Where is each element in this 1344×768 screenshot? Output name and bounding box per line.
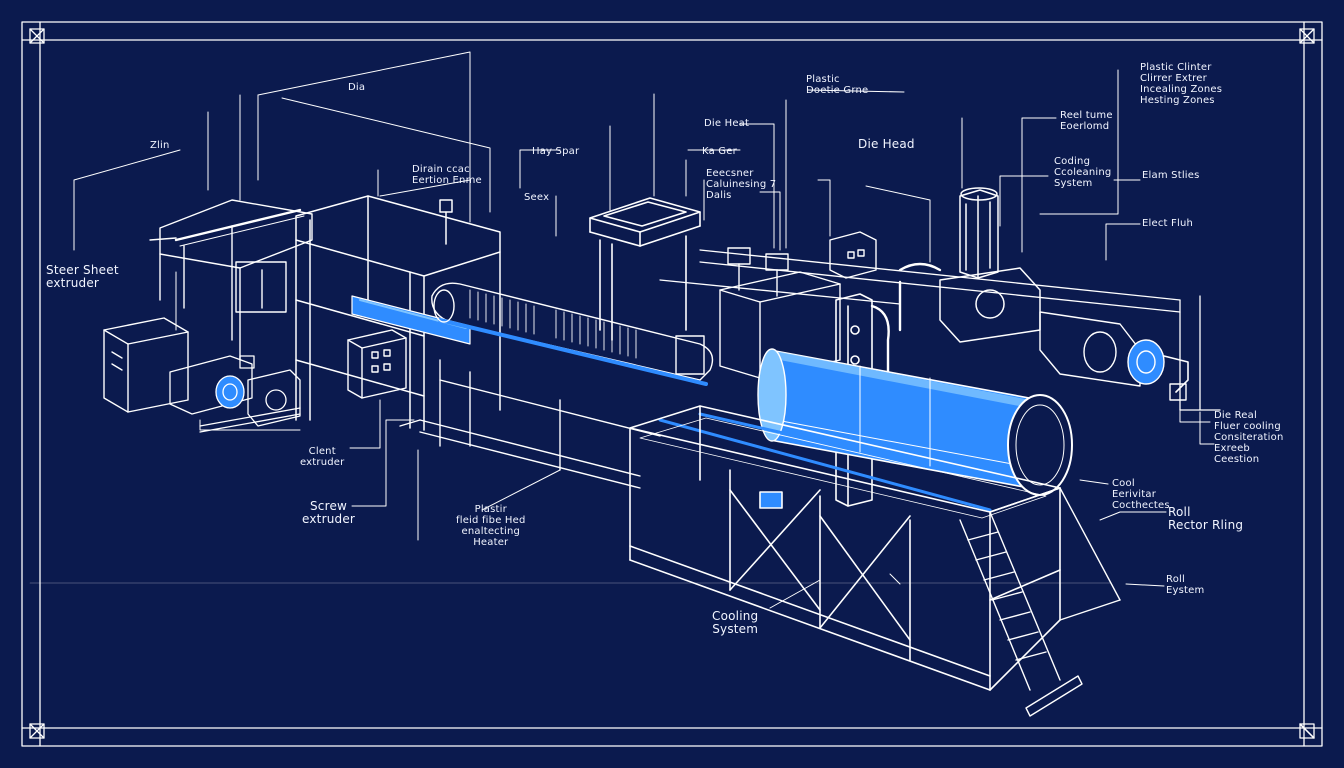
- label-cool-cone: Cool Eerivitar Cocthectes: [1112, 478, 1170, 511]
- motor-assembly-left: [169, 355, 301, 433]
- main-stand: [629, 405, 1061, 691]
- label-plastic-cluster: Plastic Clinter Clirrer Extrer Incealing…: [1140, 62, 1223, 106]
- label-roll-rector-ring: Roll Rector Rling: [1168, 505, 1244, 532]
- label-flow-sides: Elam Stlies: [1142, 170, 1200, 181]
- label-ka-ger: Ka Ger: [702, 146, 737, 157]
- access-stairs: [959, 487, 1121, 717]
- side-rails: [659, 249, 1221, 411]
- label-cooling-top: Coding Ccoleaning System: [1054, 156, 1112, 189]
- label-die-reel: Die Real Fluer cooling Consiteration Exr…: [1214, 410, 1284, 465]
- drive-tower: [898, 187, 1041, 343]
- leader-lines: [73, 51, 1215, 609]
- blueprint-frame: [21, 21, 1323, 747]
- label-hay-spar: Hay Spar: [532, 146, 580, 157]
- label-drain-section: Dirain ccac Eertion Enme: [412, 164, 482, 186]
- hopper-frame: [149, 199, 313, 361]
- label-die-head: Die Head: [858, 137, 915, 151]
- control-cabinet-left: [103, 317, 189, 413]
- label-plastic-top: Plastic Doetie Grne: [806, 74, 869, 96]
- label-steer-sheet-extruder: Steer Sheet extruder: [46, 263, 119, 290]
- base-frame-left: [399, 359, 661, 489]
- label-cooling-system: Cooling System: [712, 609, 759, 636]
- label-client-extruder: Clent extruder: [300, 446, 345, 468]
- label-roll-system: Roll Eystem: [1166, 574, 1205, 596]
- label-die-heat-small: Die Heat: [704, 118, 750, 129]
- label-top-dimension: Dia: [348, 82, 366, 93]
- right-coupling: [1039, 311, 1189, 401]
- cooling-drum: [658, 348, 1073, 512]
- top-gantry: [589, 197, 701, 341]
- heater-barrel: [431, 282, 714, 386]
- label-reel-item: Reel tume Eoerlomd: [1060, 110, 1113, 132]
- label-left-dimension: Zlin: [150, 140, 170, 151]
- label-plastic-flow-heater: Plastir fleid fibe Hed enaltecting Heate…: [456, 504, 526, 548]
- label-feeder-cabinet: Eeecsner Caluinesing 7 Dalis: [706, 168, 777, 201]
- screw-extruder-frame: [295, 195, 501, 431]
- control-box-center: [347, 329, 407, 399]
- label-screw-extruder: Screw extruder: [302, 499, 356, 526]
- label-seex: Seex: [524, 192, 550, 203]
- heater-coils: [469, 289, 637, 359]
- label-elect-flush: Elect Fluh: [1142, 218, 1194, 229]
